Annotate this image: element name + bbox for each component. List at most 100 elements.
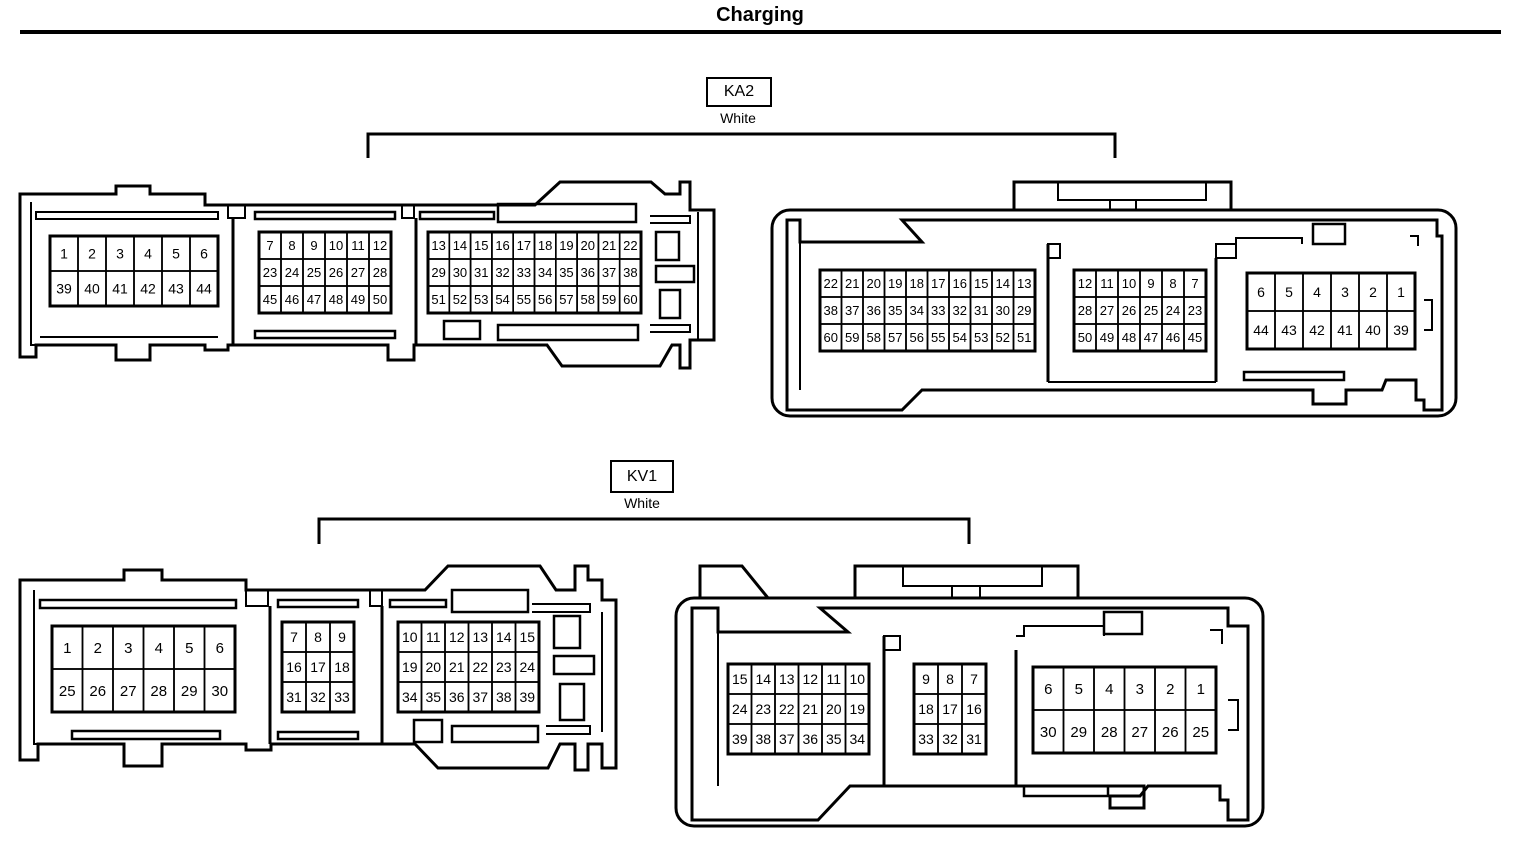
pin-number: 20 [867,276,881,291]
pin-number: 38 [755,731,771,747]
kv1-left-rib-2b [276,730,360,741]
pin-number: 25 [1192,724,1209,741]
pin-number: 35 [888,303,902,318]
pin-number: 9 [310,238,317,253]
pin-number: 23 [496,659,512,675]
pin-number: 2 [1166,681,1174,698]
kv1-right-key [1102,610,1144,636]
pin-cell [203,668,236,713]
kv1-left-bottom-rib [70,729,222,741]
pin-number: 21 [449,659,465,675]
pin-number: 14 [996,276,1010,291]
pin-number: 9 [1147,276,1154,291]
ka2-right-housing [770,208,1458,418]
pin-number: 15 [474,238,488,253]
bracket-kv1 [317,517,971,544]
kv1-left-inner-edge [33,590,40,745]
pin-number: 16 [286,659,302,675]
pin-number: 34 [849,731,865,747]
pin-number: 1 [60,246,68,262]
pin-number: 5 [172,246,180,262]
pin-number: 26 [1162,724,1179,741]
pin-number: 3 [1136,681,1144,698]
pin-number: 18 [918,701,934,717]
pin-number: 19 [849,701,865,717]
pin-number: 6 [1257,284,1265,300]
pin-number: 36 [449,689,465,705]
pin-number: 6 [200,246,208,262]
ka2-left-side-block-3 [658,288,682,320]
pin-number: 17 [942,701,958,717]
kv1-left-side-block-1 [552,614,582,650]
kv1-left-top-rib [38,598,238,610]
pin-number: 25 [1144,303,1158,318]
pin-number: 43 [168,281,184,297]
pin-number: 32 [310,689,326,705]
pin-number: 23 [755,701,771,717]
ka2-right-inner-wall [785,218,1444,412]
pin-cell [514,681,540,713]
kv1-left-latch-bottom [450,724,540,744]
pin-number: 12 [373,238,387,253]
pin-number: 10 [402,629,418,645]
pin-number: 20 [826,701,842,717]
kv1-right-divider-cap-1 [883,635,901,651]
kv1-right-corner [1210,629,1223,644]
kv1-right-side-notch [1228,699,1239,731]
pin-number: 18 [910,276,924,291]
pin-number: 35 [425,689,441,705]
pin-number: 27 [1100,303,1114,318]
pin-number: 24 [732,701,748,717]
pin-number: 44 [1253,322,1269,338]
kv1-left-latch-top [450,588,530,614]
pin-number: 23 [1188,303,1202,318]
ka2-left-rib-2 [253,210,397,221]
connector-color-ka2: White [720,110,756,126]
pin-number: 2 [94,640,102,657]
ka2-right-divider-cap-1 [1047,243,1061,259]
pin-number: 32 [953,303,967,318]
pin-number: 45 [1188,330,1202,345]
ka2-left-top-rib [35,211,219,220]
pin-number: 7 [970,671,978,687]
pin-number: 4 [1313,284,1321,300]
pin-number: 39 [519,689,535,705]
ka2-right-key [1311,222,1347,246]
ka2-left-latch-bottom [496,323,640,342]
pin-number: 28 [1101,724,1118,741]
pin-number: 56 [538,292,552,307]
pin-number: 30 [996,303,1010,318]
pin-number: 37 [779,731,795,747]
pin-number: 60 [623,292,637,307]
ka2-right-top-tab-slot [1109,200,1137,210]
pin-number: 26 [89,683,106,700]
pin-number: 32 [942,731,958,747]
ka2-right-top-tab [1012,180,1233,210]
ka2-right-corner [1410,235,1419,246]
pin-number: 17 [310,659,326,675]
kv1-left-notch-b [369,590,383,607]
kv1-right-inner-wall [690,606,1250,822]
pin-number: 47 [307,292,321,307]
pin-number: 3 [124,640,132,657]
pin-number: 5 [185,640,193,657]
pin-number: 19 [559,238,573,253]
ka2-left-inner-edge [30,202,40,346]
pin-number: 12 [802,671,818,687]
pin-number: 35 [826,731,842,747]
pin-number: 36 [867,303,881,318]
pin-number: 16 [495,238,509,253]
pin-number: 52 [453,292,467,307]
pin-number: 59 [602,292,616,307]
pin-number: 27 [120,683,137,700]
pin-number: 40 [1365,322,1381,338]
pin-number: 7 [266,238,273,253]
pin-number: 38 [496,689,512,705]
title-rule [20,30,1501,34]
pin-number: 5 [1075,681,1083,698]
kv1-left-notch-a [245,590,269,607]
pin-number: 1 [1197,681,1205,698]
pin-number: 8 [314,629,322,645]
pin-number: 58 [581,292,595,307]
